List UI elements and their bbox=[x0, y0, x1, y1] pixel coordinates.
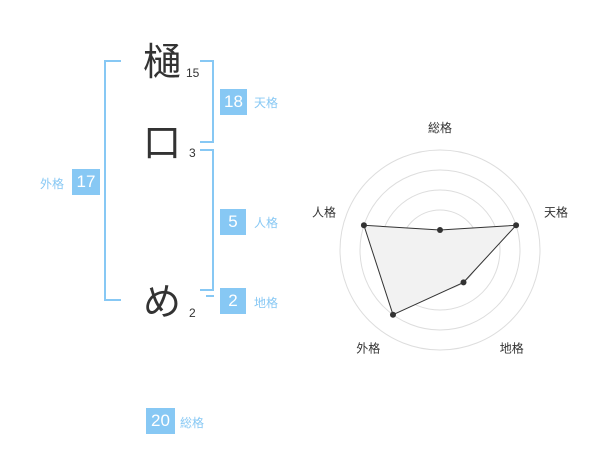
soukaku-value: 20 bbox=[146, 408, 175, 434]
radar-data-polygon bbox=[363, 224, 518, 316]
radar-data-point bbox=[360, 222, 367, 229]
jinkaku-label: 人格 bbox=[254, 216, 279, 230]
name-char-1: 樋 bbox=[143, 40, 182, 84]
chikaku-value: 2 bbox=[220, 288, 246, 314]
gaikaku-value: 17 bbox=[72, 169, 100, 195]
chikaku-label: 地格 bbox=[254, 296, 279, 310]
radar-axis-label: 地格 bbox=[500, 341, 524, 356]
soukaku-label: 総格 bbox=[180, 416, 205, 430]
name-char-3-strokes: 2 bbox=[189, 306, 196, 320]
tenkaku-label: 天格 bbox=[254, 96, 279, 110]
name-char-1-strokes: 15 bbox=[186, 66, 200, 80]
name-char-2: 口 bbox=[143, 121, 182, 165]
radar-data-point bbox=[460, 279, 467, 286]
radar-grid-ring bbox=[359, 169, 521, 331]
radar-axis-label: 天格 bbox=[544, 204, 568, 219]
radar-axis-label: 外格 bbox=[356, 341, 380, 356]
radar-data-point bbox=[513, 222, 520, 229]
jinkaku-value: 5 bbox=[220, 209, 246, 235]
tenkaku-bracket bbox=[200, 60, 214, 143]
radar-grid-ring bbox=[339, 149, 541, 351]
jinkaku-bracket bbox=[200, 149, 214, 291]
radar-data-point bbox=[437, 227, 443, 233]
radar-axis-label: 人格 bbox=[312, 204, 336, 219]
radar-grid bbox=[339, 149, 541, 351]
tenkaku-value: 18 bbox=[220, 89, 247, 115]
name-char-3: め bbox=[143, 280, 182, 324]
gaikaku-label: 外格 bbox=[40, 177, 65, 191]
gaikaku-bracket bbox=[104, 60, 121, 301]
radar-data-point bbox=[389, 311, 396, 318]
chikaku-connector bbox=[206, 295, 214, 297]
radar-data-points bbox=[360, 222, 520, 318]
name-char-2-strokes: 3 bbox=[189, 146, 196, 160]
radar-axis-label: 総格 bbox=[428, 120, 452, 135]
